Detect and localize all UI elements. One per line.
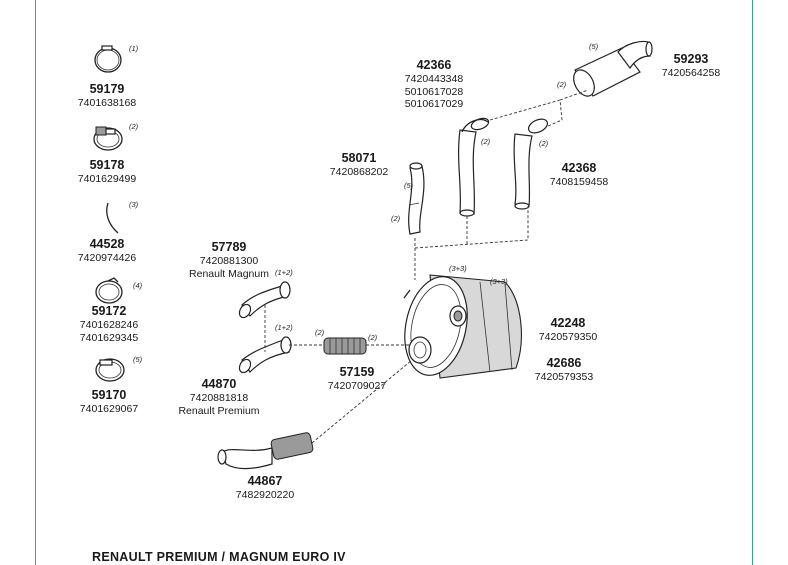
qty-42366: (2) [481, 137, 491, 146]
qty-57789: (1+2) [275, 268, 293, 277]
part-code-44870: 7420881818 [189, 392, 249, 404]
part-code-57159: 7420709027 [327, 380, 387, 392]
part-number-59170: 59170 [91, 388, 127, 402]
part-number-42366: 42366 [416, 58, 452, 72]
label-44528: 44528 7420974426 [75, 237, 139, 265]
part-number-57159: 57159 [339, 365, 375, 379]
elbow-pipe-57789-icon [238, 281, 291, 319]
qty-57159-left: (2) [315, 328, 325, 337]
part-code-42248: 7420579350 [538, 331, 598, 343]
label-59179: 59179 7401638168 [75, 82, 139, 110]
part-number-57789: 57789 [211, 240, 247, 254]
part-number-42248: 42248 [550, 316, 586, 330]
part-note-57789: Renault Magnum [189, 267, 269, 280]
part-code-44528: 7420974426 [77, 252, 137, 264]
pipe-58071-icon [408, 162, 425, 235]
label-57159: 57159 7420709027 [322, 365, 392, 393]
label-59178: 59178 7401629499 [75, 158, 139, 186]
part-code-58071: 7420868202 [329, 166, 389, 178]
tail-pipe-59293-icon [573, 40, 653, 97]
part-number-42368: 42368 [561, 161, 597, 175]
part-number-59178: 59178 [89, 158, 125, 172]
part-code-57789: 7420881300 [199, 255, 259, 267]
part-code-59172-b: 7401629345 [79, 331, 139, 344]
qty-59179: (1) [129, 44, 139, 53]
label-44870: 44870 7420881818 Renault Premium [173, 377, 265, 417]
hose-clamp-59178-icon [93, 126, 123, 151]
part-code-42686: 7420579353 [534, 371, 594, 383]
part-code-42366-b: 5010617028 [404, 85, 464, 98]
clamp-59172-icon [95, 277, 123, 304]
qty-42248-b: (3+3) [490, 277, 508, 286]
part-code-59178: 7401629499 [77, 173, 137, 185]
qty-58071-b: (2) [391, 214, 401, 223]
part-number-59172: 59172 [91, 304, 127, 318]
qty-59178: (2) [129, 122, 139, 131]
qty-58071-a: (5) [404, 181, 414, 190]
label-44867: 44867 7482920220 [230, 474, 300, 502]
label-59293: 59293 7420564258 [656, 52, 726, 80]
label-42366: 42366 7420443348 5010617028 5010617029 [399, 58, 469, 111]
label-59170: 59170 7401629067 [75, 388, 143, 416]
part-code-42366-a: 7420443348 [404, 73, 464, 85]
label-57789: 57789 7420881300 Renault Magnum [183, 240, 275, 280]
frame-right-border [752, 0, 753, 565]
qty-44870: (1+2) [275, 323, 293, 332]
label-42686: 42686 7420579353 [530, 356, 598, 384]
part-number-59179: 59179 [89, 82, 125, 96]
qty-59293-side: (2) [557, 80, 567, 89]
pipe-42366-icon [458, 117, 490, 217]
qty-42248-a: (3+3) [449, 264, 467, 273]
part-note-44870: Renault Premium [178, 404, 260, 417]
part-code-42366-c: 5010617029 [404, 98, 464, 110]
part-code-59293: 7420564258 [661, 67, 721, 79]
part-code-59179: 7401638168 [77, 97, 137, 109]
part-code-42368: 7408159458 [549, 176, 609, 188]
muffler-42248-icon [403, 274, 522, 379]
part-number-44867: 44867 [247, 474, 283, 488]
pipe-42368-icon [513, 118, 549, 210]
label-59172: 59172 7401628246 7401629345 [75, 304, 143, 344]
elbow-pipe-44870-icon [238, 336, 292, 374]
label-42248: 42248 7420579350 [534, 316, 602, 344]
qty-57159-right: (2) [368, 333, 378, 342]
label-58071: 58071 7420868202 [325, 151, 393, 179]
part-number-58071: 58071 [341, 151, 377, 165]
qty-44528: (3) [129, 200, 139, 209]
part-number-44528: 44528 [89, 237, 125, 251]
part-number-42686: 42686 [546, 356, 582, 370]
label-42368: 42368 7408159458 [546, 161, 612, 189]
qty-59293-top: (5) [589, 42, 599, 51]
footer-title: RENAULT PREMIUM / MAGNUM EURO IV [92, 550, 346, 564]
part-number-44870: 44870 [201, 377, 237, 391]
frame-left-border [35, 0, 36, 565]
qty-59172: (4) [133, 281, 143, 290]
part-code-59172-a: 7401628246 [79, 319, 139, 331]
qty-42368: (2) [539, 139, 549, 148]
ring-clamp-59179-icon [94, 45, 122, 73]
qty-59170: (5) [133, 355, 143, 364]
flex-pipe-57159-icon [323, 337, 367, 355]
part-number-59293: 59293 [673, 52, 709, 66]
strap-44528-icon [106, 202, 119, 234]
part-code-59170: 7401629067 [79, 403, 139, 415]
flex-pipe-44867-icon [217, 432, 314, 470]
part-code-44867: 7482920220 [235, 489, 295, 501]
clamp-59170-icon [95, 358, 125, 382]
